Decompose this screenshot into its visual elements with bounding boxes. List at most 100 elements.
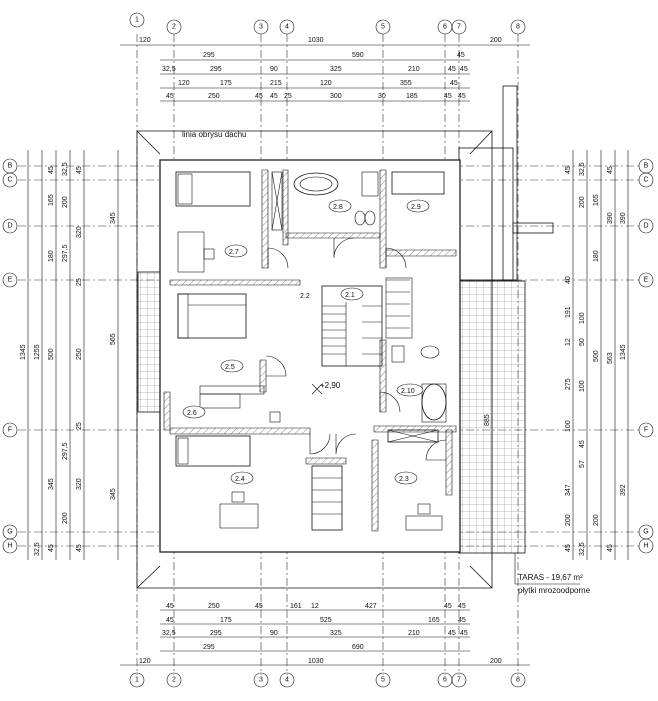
dimension-text: 25 (284, 93, 292, 100)
axis-label: C (7, 177, 12, 184)
dimension-text: 250 (208, 603, 220, 610)
axis-label: 4 (285, 677, 289, 684)
dimension-text: 120 (139, 37, 151, 44)
dimension-lines-bottom: 45 250 45 161 12 427 45 45 45 175 525 16… (120, 603, 530, 666)
dimension-text: 295 (203, 644, 215, 651)
axis-label: 8 (516, 677, 520, 684)
axis-marker-7: 7 (451, 19, 467, 35)
axis-label: G (643, 529, 648, 536)
level-value: +2,90 (320, 381, 341, 390)
axis-label: 4 (285, 24, 289, 31)
dimension-text: 90 (270, 66, 278, 73)
dimension-text: 45 (565, 544, 572, 552)
dimension-text: 590 (352, 52, 364, 59)
room-2-5-label: 2.5 (220, 359, 244, 373)
axis-label: 6 (443, 24, 447, 31)
door-swings (265, 237, 447, 461)
roof-outline-label: linia obrysu dachu (182, 130, 246, 139)
dimension-text: 45 (458, 617, 466, 624)
axis-label: 5 (381, 24, 385, 31)
interior-walls (163, 169, 457, 532)
axis-marker-7: 7 (451, 672, 467, 688)
dimension-text: 500 (593, 350, 600, 362)
dimension-text: 200 (490, 658, 502, 665)
dimension-text: 32,5 (34, 542, 41, 556)
axis-label: 6 (443, 677, 447, 684)
dimension-text: 120 (320, 80, 332, 87)
outer-walls (159, 159, 461, 553)
axis-label: D (643, 223, 648, 230)
staircase (311, 277, 413, 531)
dimension-text: 295 (203, 52, 215, 59)
dimension-text: 165 (48, 194, 55, 206)
dimension-text: 165 (593, 194, 600, 206)
dimension-text: 250 (208, 93, 220, 100)
dimension-text: 215 (270, 80, 282, 87)
dimension-text: 32,5 (579, 162, 586, 176)
axis-marker-2: 2 (166, 19, 182, 35)
dimension-text: 200 (62, 196, 69, 208)
axis-marker-4: 4 (279, 19, 295, 35)
axis-marker-8: 8 (510, 19, 526, 35)
axis-label: G (7, 529, 12, 536)
axis-label: E (8, 277, 13, 284)
axis-markers-left: B C D E F G H (2, 158, 18, 554)
dimension-text: 45 (458, 603, 466, 610)
room-number: 2.1 (345, 292, 355, 299)
axis-marker-1: 1 (129, 12, 145, 28)
dimension-text: 32,5 (579, 542, 586, 556)
dimension-text: 300 (330, 93, 342, 100)
dimension-text: 45 (448, 630, 456, 637)
room-2-7-label: 2.7 (224, 244, 248, 258)
axis-label: 1 (135, 17, 139, 24)
dimension-text: 45 (76, 544, 83, 552)
dimension-text: 45 (565, 166, 572, 174)
axis-label: 8 (516, 24, 520, 31)
dimension-text: 563 (607, 352, 614, 364)
dimension-text: 295 (210, 66, 222, 73)
axis-label: 5 (381, 677, 385, 684)
axis-label: B (8, 163, 13, 170)
room-number: 2.9 (411, 204, 421, 211)
room-2-9-label: 2.9 (406, 199, 430, 213)
dimension-text: 297,5 (62, 442, 69, 460)
dimension-text: 40 (565, 276, 572, 284)
dimension-text: 210 (408, 66, 420, 73)
axis-marker-2: 2 (166, 672, 182, 688)
terrace-label: TARAS - 19,67 m² płytki mrozoodporne (514, 553, 591, 595)
level-mark: +2,90 (311, 381, 341, 395)
room-labels: 2.1 2.2 2.3 2.4 2.5 2.6 2.7 2.8 2.9 2.10 (182, 199, 430, 485)
dimension-text: 320 (76, 478, 83, 490)
room-2-6-label: 2.6 (182, 405, 206, 419)
dimension-text: 45 (450, 80, 458, 87)
dimension-text: 180 (593, 250, 600, 262)
axis-label: B (644, 163, 649, 170)
dimension-text: 45 (76, 166, 83, 174)
dimension-text: 427 (365, 603, 377, 610)
dimension-text: 32,5 (162, 66, 176, 73)
dimension-text: 175 (220, 617, 232, 624)
dimension-text: 320 (76, 226, 83, 238)
dimension-text: 325 (330, 630, 342, 637)
axis-marker-5: 5 (375, 672, 391, 688)
dimension-text: 200 (593, 514, 600, 526)
axis-marker-3: 3 (253, 672, 269, 688)
dimension-text: 345 (110, 212, 117, 224)
axis-label: E (644, 277, 649, 284)
furniture (175, 171, 447, 531)
axis-label: 3 (259, 677, 263, 684)
room-number: 2.4 (235, 476, 245, 483)
terrace-right (458, 280, 526, 554)
dimension-text: 100 (579, 380, 586, 392)
dimension-text: 100 (579, 312, 586, 324)
axis-marker-6: 6 (437, 19, 453, 35)
dimension-text: 355 (400, 80, 412, 87)
dimension-text: 45 (255, 93, 263, 100)
dimension-text: 45 (166, 617, 174, 624)
dimension-text: 30 (378, 93, 386, 100)
axis-label: F (644, 427, 648, 434)
room-2-8-label: 2.8 (328, 199, 352, 213)
dimension-text: 250 (76, 348, 83, 360)
dimension-text: 120 (178, 80, 190, 87)
axis-marker-6: 6 (437, 672, 453, 688)
